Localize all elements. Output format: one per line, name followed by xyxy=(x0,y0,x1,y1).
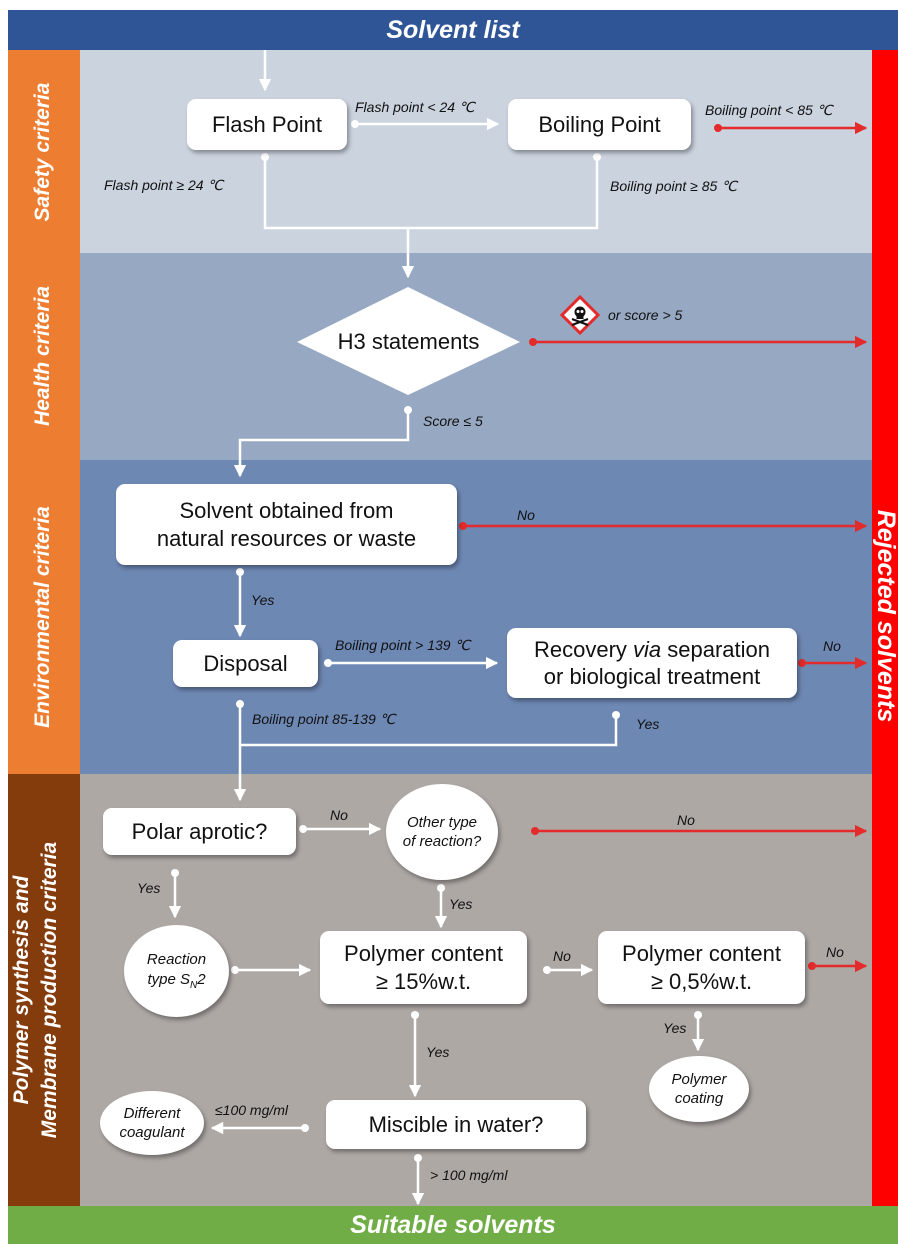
other-reaction-circle: Other type of reaction? xyxy=(386,784,498,880)
natural-resources-box: Solvent obtained from natural resources … xyxy=(116,484,457,565)
header-bar xyxy=(8,10,898,50)
label-bp-85-139: Boiling point 85-139 ℃ xyxy=(252,711,396,727)
h3-statements-label: H3 statements xyxy=(337,329,480,354)
label-no-recovery: No xyxy=(823,638,841,654)
label-boiling-lt: Boiling point < 85 ℃ xyxy=(705,102,833,118)
label-flash-lt: Flash point < 24 ℃ xyxy=(355,99,475,115)
label-no-polymer05: No xyxy=(826,944,844,960)
label-gt100: > 100 mg/ml xyxy=(430,1167,508,1183)
health-side-bar xyxy=(8,253,80,460)
miscible-box: Miscible in water? xyxy=(326,1100,586,1149)
reaction-sn2-circle: Reaction type SN2 xyxy=(124,925,229,1017)
label-no-natural: No xyxy=(517,507,535,523)
different-coagulant-circle: Different coagulant xyxy=(100,1091,204,1155)
label-le100: ≤100 mg/ml xyxy=(215,1102,289,1118)
label-flash-ge: Flash point ≥ 24 ℃ xyxy=(104,177,224,193)
rejected-bar xyxy=(872,50,898,1206)
skull-crossbones-icon xyxy=(559,294,601,336)
polymer-side-bar xyxy=(8,774,80,1206)
label-score-gt: or score > 5 xyxy=(608,307,683,323)
label-yes-other: Yes xyxy=(449,896,473,912)
disposal-box: Disposal xyxy=(173,640,318,687)
polymer-content-15-box: Polymer content ≥ 15%w.t. xyxy=(320,931,527,1004)
label-no-polymer15: No xyxy=(553,948,571,964)
boiling-point-box: Boiling Point xyxy=(508,99,691,150)
flash-point-box: Flash Point xyxy=(187,99,347,150)
polymer-coating-circle: Polymer coating xyxy=(649,1056,749,1122)
header-title: Solvent list xyxy=(386,15,520,44)
h3-diamond xyxy=(297,287,520,395)
label-score-le: Score ≤ 5 xyxy=(423,413,483,429)
environmental-side-bar xyxy=(8,460,80,774)
label-boiling-ge: Boiling point ≥ 85 ℃ xyxy=(610,178,737,194)
polar-aprotic-box: Polar aprotic? xyxy=(103,808,296,855)
label-yes-recovery: Yes xyxy=(636,716,660,732)
safety-side-bar xyxy=(8,50,80,253)
label-yes-polymer15: Yes xyxy=(426,1044,450,1060)
label-bp-gt139: Boiling point > 139 ℃ xyxy=(335,637,471,653)
label-yes-natural: Yes xyxy=(251,592,275,608)
polymer-content-05-box: Polymer content ≥ 0,5%w.t. xyxy=(598,931,805,1004)
label-no-other: No xyxy=(677,812,695,828)
safety-band xyxy=(80,50,872,253)
label-yes-polar: Yes xyxy=(137,880,161,896)
label-no-polar: No xyxy=(330,807,348,823)
recovery-box: Recovery via separation or biological tr… xyxy=(507,628,797,698)
footer-bar xyxy=(8,1206,898,1244)
label-yes-polymer05: Yes xyxy=(663,1020,687,1036)
footer-title: Suitable solvents xyxy=(350,1210,556,1239)
